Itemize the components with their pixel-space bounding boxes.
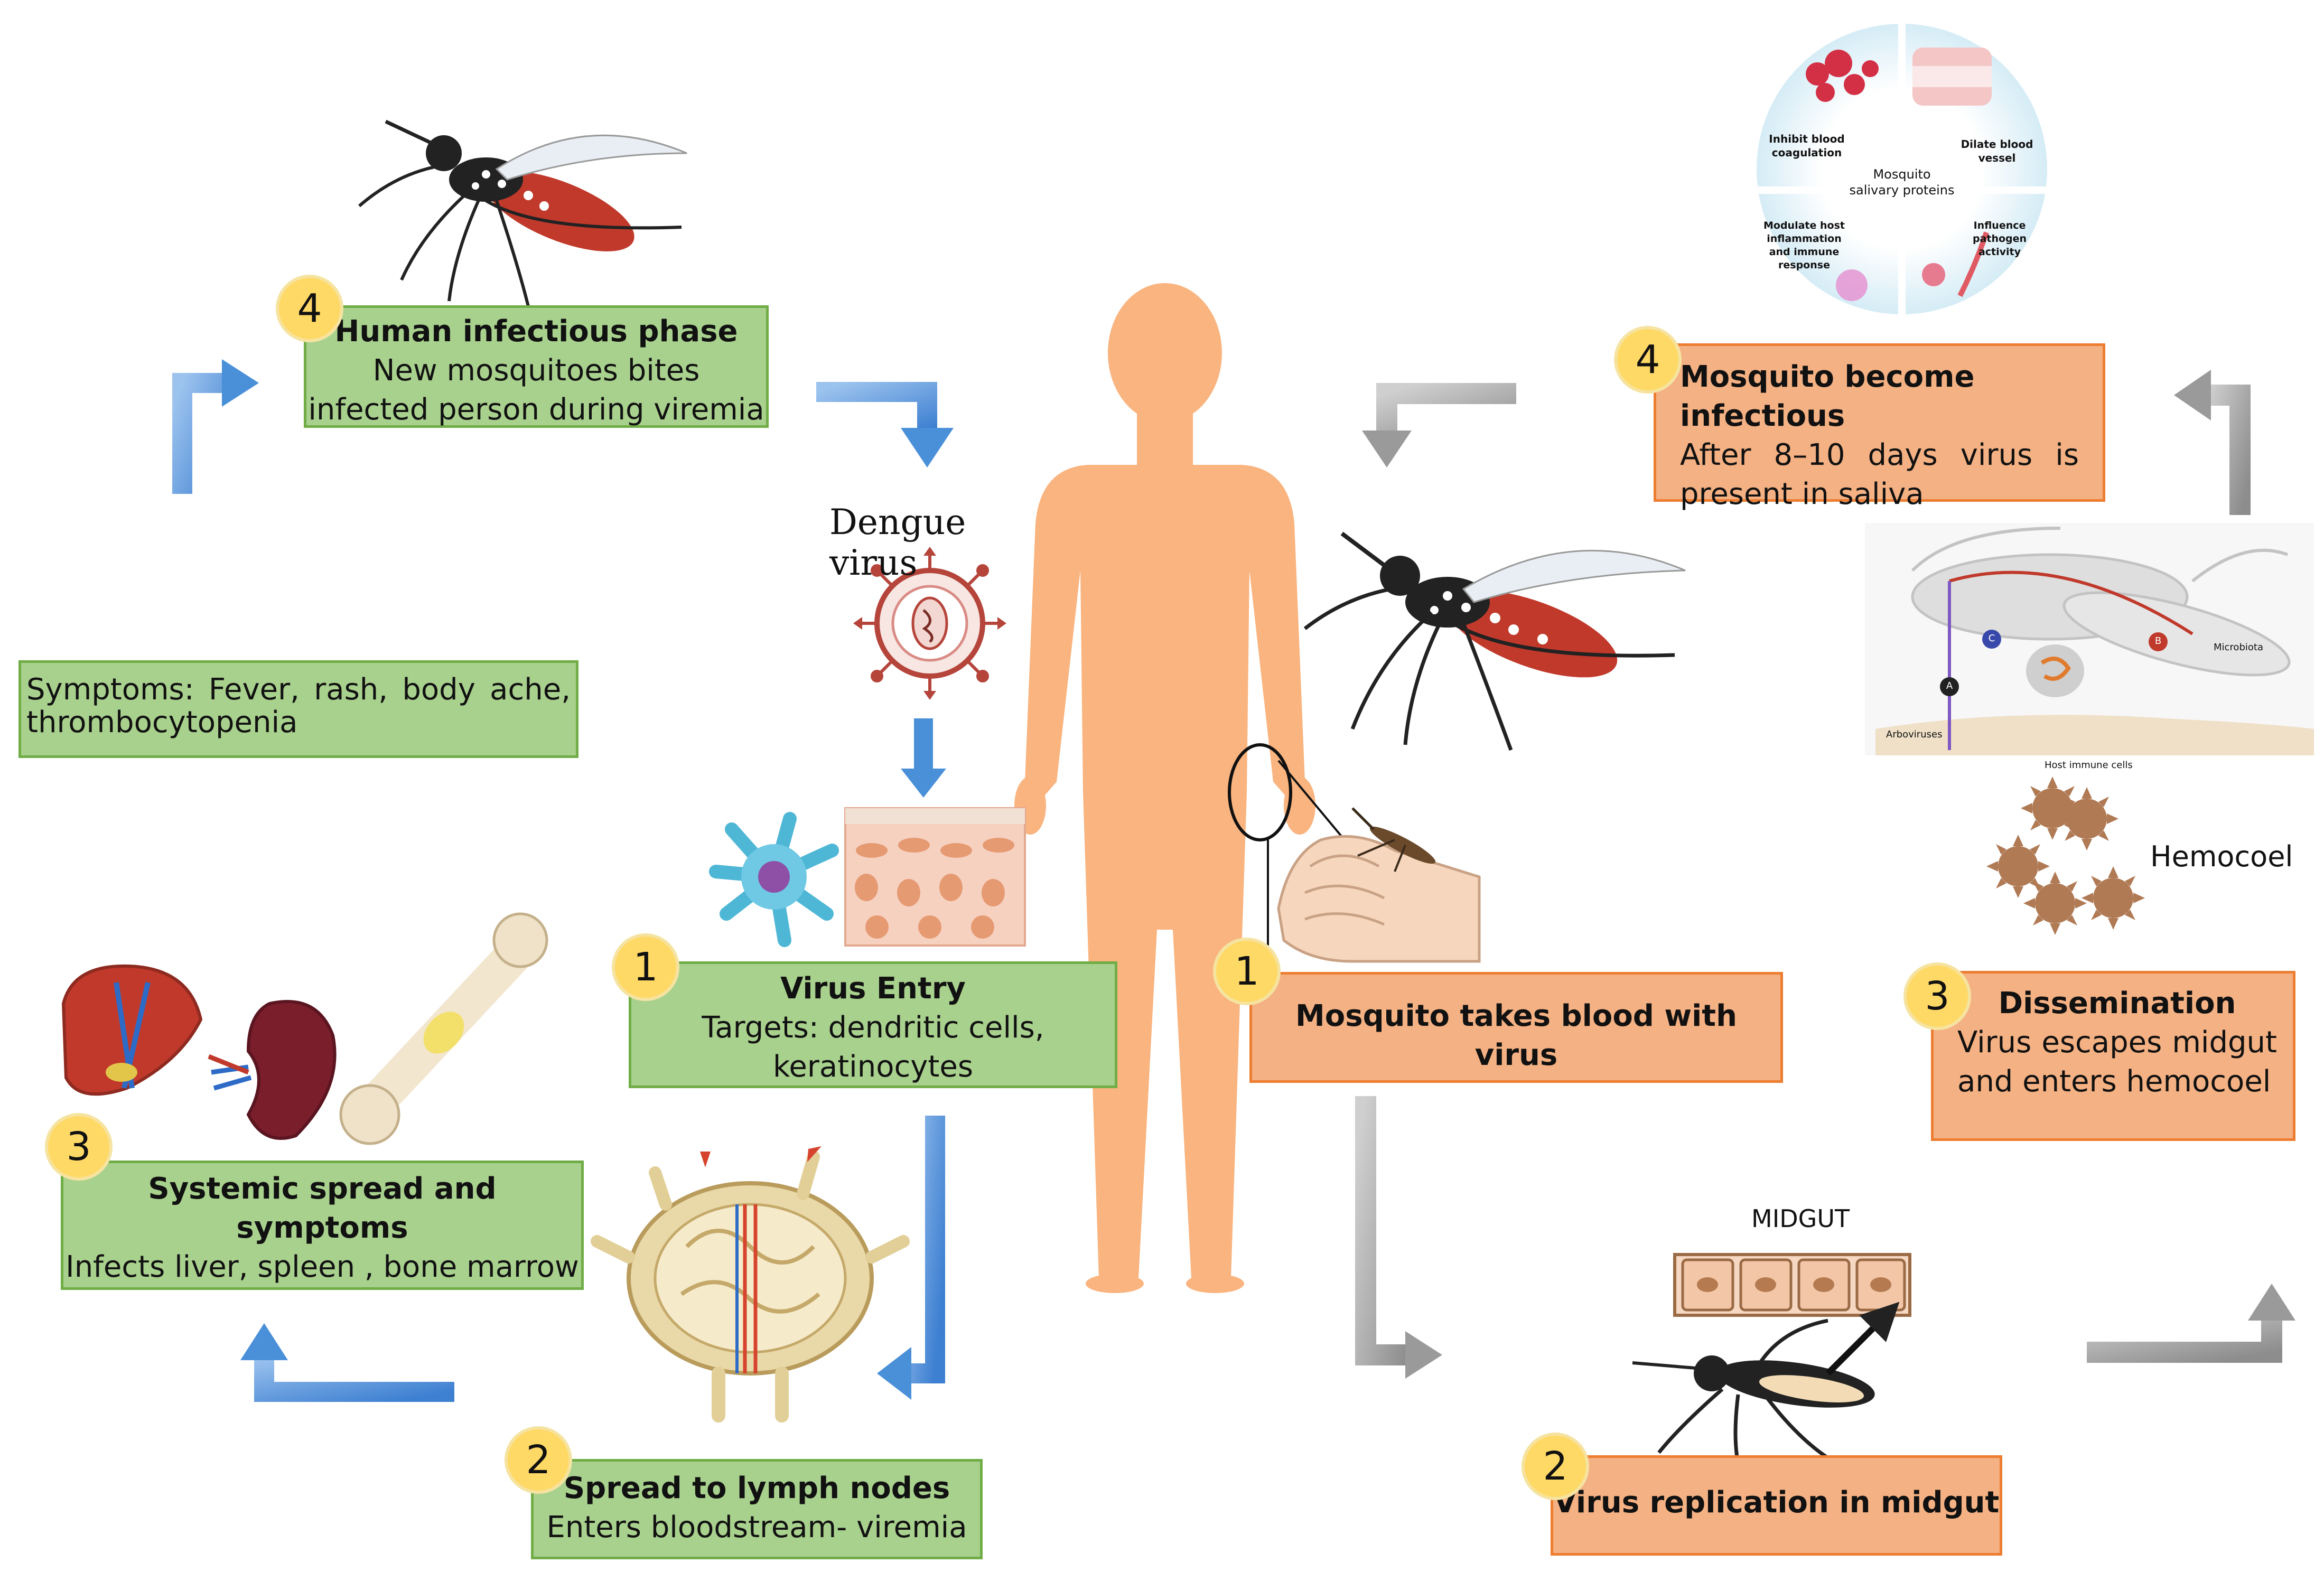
human-step3-title: Systemic spread and symptoms (148, 1172, 497, 1245)
liver-icon (61, 964, 203, 1096)
mosquito-step3-box: Dissemination Virus escapes midgut and e… (1931, 971, 2295, 1141)
human-step2-badge: 2 (505, 1426, 572, 1494)
human-body-icon (1014, 283, 1315, 1293)
mosquito-step4-line1: After 8–10 days virus is (1680, 438, 2079, 472)
mosquito-anatomy-panel (1865, 523, 2314, 755)
blue-arrow-up-right (172, 359, 259, 494)
dengue-virus-label: Dengue virus (829, 502, 966, 583)
human-step4-title: Human infectious phase (334, 314, 738, 349)
blue-arrow-right-down (816, 382, 954, 467)
bone-icon (339, 912, 548, 1145)
spleen-icon (208, 1000, 337, 1140)
lymph-entry-arrows (700, 1146, 822, 1167)
salivary-wheel (1757, 24, 2047, 314)
saliva-q4-label: Influence pathogen activity (1972, 220, 2027, 258)
saliva-q1-label: Inhibit blood coagulation (1769, 133, 1845, 159)
human-step3-line1: Infects liver, spleen , bone marrow (66, 1250, 579, 1284)
mosquito-step1-box: Mosquito takes blood with virus (1249, 972, 1783, 1083)
microbiota-label: Microbiota (2214, 642, 2263, 653)
mosquito-step1-badge: 1 (1213, 938, 1281, 1005)
marker-a: A (1946, 680, 1953, 691)
virus-icon (853, 547, 1006, 700)
mosquito-icon (1303, 531, 1686, 751)
mosquito-step4-line2: present in saliva (1680, 477, 1924, 511)
hemocoel-label: Hemocoel (2150, 840, 2293, 873)
human-step4-line2: infected person during viremia (308, 392, 764, 427)
saliva-q3-label: Modulate host inflammation and immune re… (1763, 220, 1845, 271)
human-step4-badge: 4 (276, 275, 343, 342)
host-immune-cells-label: Host immune cells (2045, 760, 2133, 771)
human-step2-line1: Enters bloodstream- viremia (546, 1510, 967, 1545)
blue-arrow-down-left (877, 1116, 945, 1400)
mosquito-step4-badge: 4 (1614, 326, 1682, 394)
symptoms-text: Symptoms: Fever, rash, body ache, thromb… (26, 672, 571, 740)
human-step4-box: Human infectious phase New mosquitoes bi… (304, 305, 769, 428)
mosquito-step4-box: Mosquito become infectious After 8–10 da… (1654, 343, 2105, 511)
dendritic-cell-icon (709, 812, 839, 947)
gray-arrow-left-down (1362, 383, 1516, 467)
human-step1-box: Virus Entry Targets: dendritic cells, ke… (629, 961, 1117, 1088)
zoom-line-upper (1277, 760, 1346, 841)
marker-c: C (1988, 633, 1995, 644)
hand-icon (1277, 835, 1481, 963)
saliva-center-label: Mosquito salivary proteins (1849, 167, 1955, 198)
midgut-label: MIDGUT (1751, 1204, 1850, 1233)
saliva-q2-label: Dilate blood vessel (1961, 138, 2033, 164)
midgut-icon (1673, 1253, 1911, 1317)
arboviruses-label: Arboviruses (1886, 729, 1943, 740)
mosquito-step3-title: Dissemination (1998, 986, 2236, 1021)
blue-arrow-left-up (240, 1323, 454, 1402)
human-step4-line1: New mosquitoes bites (372, 353, 700, 388)
marker-b: B (2154, 635, 2162, 647)
human-step1-badge: 1 (612, 933, 679, 1001)
mosquito-step1-title: Mosquito takes blood with virus (1295, 999, 1737, 1072)
gray-arrow-down-right (1355, 1096, 1442, 1379)
mosquito-step3-badge: 3 (1903, 962, 1971, 1030)
lymph-node-icon (591, 1150, 910, 1423)
human-step1-line2: keratinocytes (772, 1050, 973, 1084)
human-step3-box: Systemic spread and symptoms Infects liv… (61, 1161, 584, 1290)
human-step3-badge: 3 (45, 1113, 113, 1181)
small-mosquito-on-hand-icon (1351, 807, 1436, 872)
human-step2-title: Spread to lymph nodes (563, 1471, 950, 1505)
midgut-mosquito-icon (1632, 1302, 1900, 1464)
mosquito-step3-line2: and enters hemocoel (1957, 1064, 2271, 1099)
human-step2-box: Spread to lymph nodes Enters bloodstream… (531, 1459, 983, 1559)
gray-arrow-right-up (2087, 1284, 2295, 1363)
mosquito-step4-title: Mosquito become infectious (1680, 360, 1975, 433)
mosquito-step2-title: Virus replication in midgut (1553, 1485, 2000, 1520)
gray-arrow-up-left (2174, 370, 2251, 515)
blue-arrow-virus-down (901, 718, 946, 798)
wrist-zoom-circle (1228, 743, 1292, 841)
hemocoel-cell-icon (1986, 776, 2145, 935)
mosquito-icon (358, 119, 687, 307)
human-step1-title: Virus Entry (780, 971, 966, 1006)
skin-tissue-icon (844, 807, 1026, 947)
symptoms-box: Symptoms: Fever, rash, body ache, thromb… (18, 660, 578, 758)
mosquito-step2-badge: 2 (1522, 1433, 1589, 1500)
mosquito-step3-line1: Virus escapes midgut (1957, 1025, 2277, 1060)
human-step1-line1: Targets: dendritic cells, (702, 1010, 1044, 1045)
mosquito-step2-box: Virus replication in midgut (1551, 1455, 2002, 1556)
